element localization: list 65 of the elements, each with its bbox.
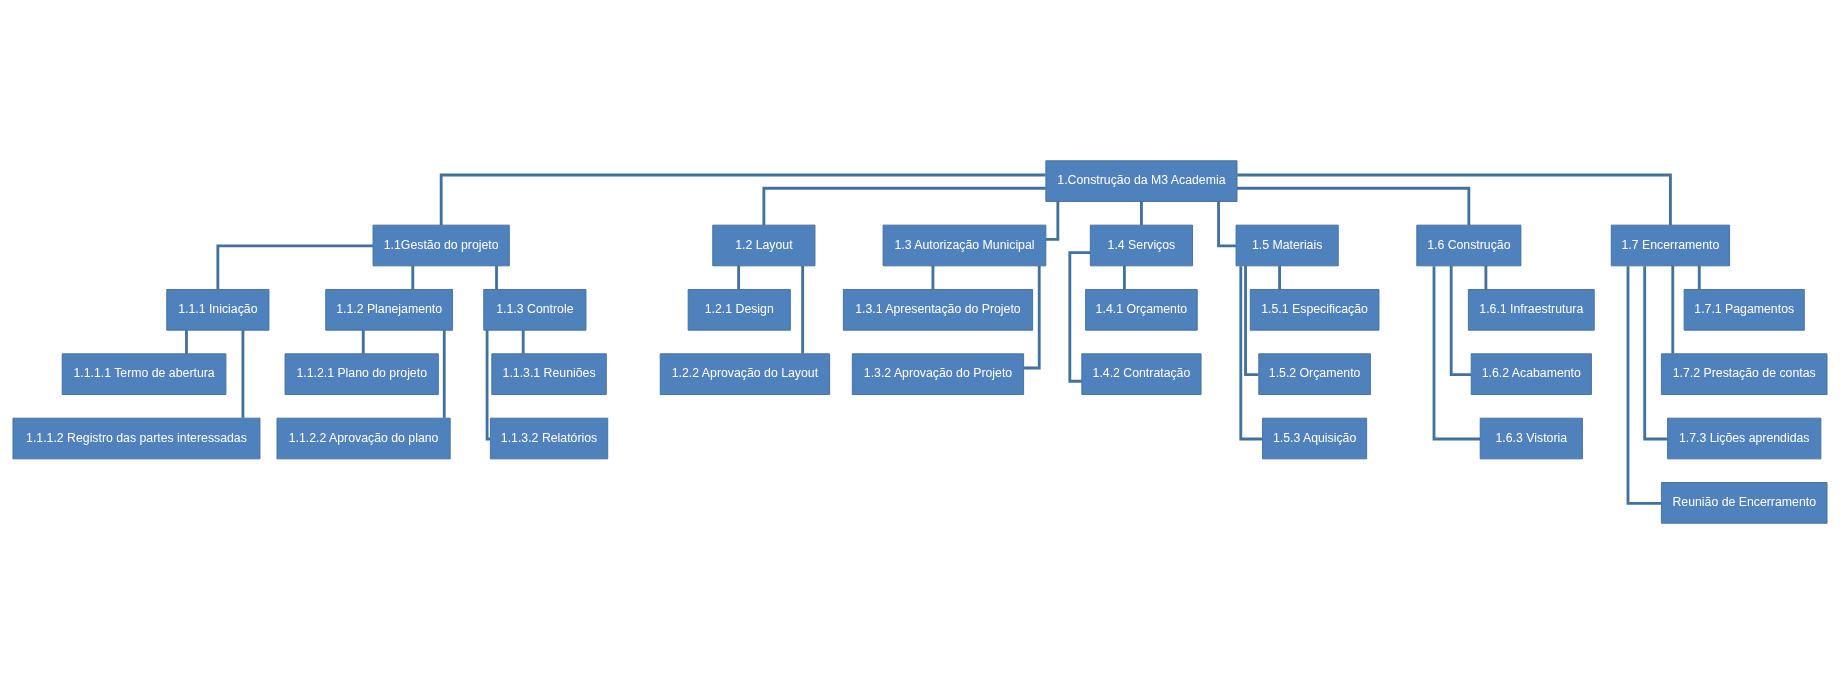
connector (361, 330, 365, 354)
node-box: 1.1.1.2 Registro das partes interessadas (12, 417, 261, 460)
node-box: 1.6 Construção (1416, 224, 1522, 267)
node-box: 1.2 Layout (712, 224, 816, 267)
connector (1237, 173, 1672, 226)
node-box: 1.7.1 Pagamentos (1683, 289, 1805, 331)
connector (521, 330, 525, 354)
connector (442, 330, 446, 418)
connector (241, 330, 245, 418)
connector (931, 265, 935, 290)
connector (1239, 266, 1263, 441)
connector (1023, 266, 1041, 370)
connector (185, 330, 188, 354)
connector (1046, 201, 1060, 241)
node-box: Reunião de Encerramento (1660, 482, 1828, 524)
node-box: 1.4.1 Orçamento (1085, 289, 1198, 331)
node-box: 1.Construção da M3 Academia (1045, 160, 1238, 202)
node-box: 1.3.1 Apresentação do Projeto (842, 289, 1034, 331)
node-box: 1.1Gestão do projeto (372, 224, 510, 267)
connector (1432, 266, 1481, 441)
node-box: 1.2.1 Design (687, 289, 791, 331)
node-box: 1.1.1 Iniciação (166, 289, 270, 331)
connector (1140, 201, 1143, 226)
node-box: 1.6.1 Infraestrutura (1467, 289, 1595, 331)
connector (1123, 265, 1126, 290)
node-box: 1.1.2 Planejamento (325, 289, 453, 331)
connector (1449, 265, 1471, 377)
node-box: 1.5.3 Aquisição (1262, 417, 1368, 460)
node-box: 1.1.3.1 Reuniões (491, 353, 607, 395)
node-box: 1.5.2 Orçamento (1258, 353, 1371, 395)
node-box: 1.2.2 Aprovação do Layout (659, 353, 831, 395)
connector (1697, 265, 1701, 290)
connector (1068, 251, 1091, 383)
node-box: 1.7.3 Lições aprendidas (1667, 417, 1822, 460)
connector (1244, 265, 1259, 377)
connector (1671, 265, 1675, 354)
node-box: 1.3.2 Aprovação do Projeto (851, 353, 1025, 395)
node-box: 1.7.2 Prestação de contas (1660, 353, 1828, 395)
node-box: 1.6.2 Acabamento (1470, 353, 1592, 395)
node-box: 1.3 Autorização Municipal (882, 224, 1047, 267)
node-box: 1.1.2.1 Plano do projeto (284, 353, 439, 395)
node-box: 1.4 Serviços (1089, 224, 1193, 267)
connector (762, 186, 1046, 226)
node-box: 1.5 Materiais (1235, 224, 1339, 267)
connector (1237, 186, 1471, 226)
connector (801, 265, 805, 354)
connector (411, 265, 415, 290)
connector (495, 265, 498, 290)
connector (485, 330, 491, 441)
connector (1217, 201, 1236, 248)
connector (1626, 266, 1662, 505)
node-box: 1.5.1 Especificação (1249, 289, 1380, 331)
connector (737, 265, 741, 290)
node-box: 1.4.2 Contratação (1081, 353, 1202, 395)
connector (1278, 265, 1281, 290)
node-box: 1.6.3 Vistoria (1479, 417, 1583, 460)
connector (216, 244, 373, 290)
node-box: 1.7 Encerramento (1610, 224, 1731, 267)
connector (439, 173, 1046, 226)
node-box: 1.1.2.2 Aprovação do plano (276, 417, 451, 460)
connector (1484, 265, 1488, 290)
node-box: 1.1.3.2 Relatórios (489, 417, 609, 460)
node-box: 1.1.3 Controle (483, 289, 587, 331)
connector (1643, 266, 1668, 441)
node-box: 1.1.1.1 Termo de abertura (61, 353, 227, 395)
